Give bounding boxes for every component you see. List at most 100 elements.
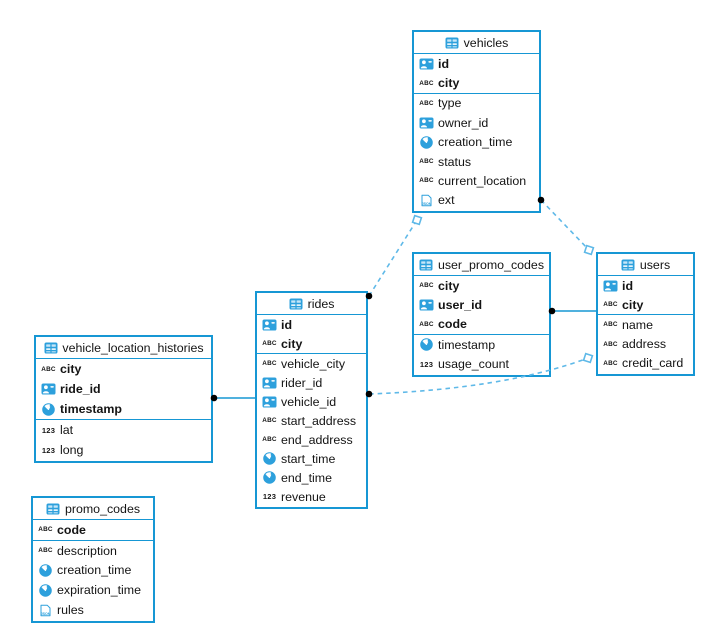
- table-name: users: [639, 257, 671, 272]
- column-row-end_time: end_time: [257, 468, 366, 487]
- relationship-square-marker: [411, 214, 423, 226]
- table-header-promo_codes[interactable]: promo_codes: [33, 498, 153, 520]
- abc-text-icon: ABC: [419, 79, 434, 87]
- id-badge-icon: [262, 396, 277, 407]
- number-123-icon: 123: [419, 359, 434, 369]
- table-header-users[interactable]: users: [598, 254, 693, 276]
- column-name: usage_count: [438, 357, 509, 372]
- key-separator: [257, 353, 366, 354]
- column-type-icon-box: 123: [261, 492, 278, 501]
- column-type-icon-box: [261, 319, 278, 331]
- column-name: end_time: [281, 470, 332, 485]
- column-row-id: id: [414, 54, 539, 73]
- column-name: lat: [60, 423, 74, 437]
- table-header-vehicle_location_histories[interactable]: vehicle_location_histories: [36, 337, 211, 359]
- clock-icon: [420, 338, 433, 352]
- column-type-icon-box: ABC: [261, 417, 278, 424]
- column-name: vehicle_city: [281, 356, 346, 371]
- column-name: description: [57, 543, 117, 558]
- table-header-vehicles[interactable]: vehicles: [414, 32, 539, 54]
- abc-text-icon: ABC: [41, 365, 56, 373]
- abc-text-icon: ABC: [419, 158, 434, 166]
- svg-text:JSON: JSON: [422, 202, 432, 206]
- number-123-icon: 123: [41, 425, 56, 435]
- key-separator: [36, 419, 211, 420]
- table-header-rides[interactable]: rides: [257, 293, 366, 315]
- relationship-vehicle_location_histories-to-rides: [210, 394, 256, 402]
- column-row-rules: JSON rules: [33, 600, 153, 620]
- clock-icon: [39, 584, 52, 597]
- json-icon: JSON: [40, 604, 51, 616]
- column-type-icon-box: [40, 383, 57, 395]
- table-icon: [445, 37, 459, 48]
- column-name: id: [438, 56, 450, 71]
- number-123-icon: 123: [262, 492, 277, 501]
- column-row-user_id: user_id: [414, 295, 549, 314]
- column-row-end_address: ABC end_address: [257, 430, 366, 449]
- column-name: city: [438, 76, 460, 91]
- column-type-icon-box: JSON: [37, 604, 54, 617]
- id-badge-icon: [262, 319, 277, 330]
- key-separator: [414, 334, 549, 336]
- column-name: start_time: [281, 451, 336, 466]
- column-name: ext: [438, 193, 455, 208]
- clock-icon: [263, 452, 276, 465]
- column-name: name: [622, 317, 653, 332]
- column-type-icon-box: [418, 135, 435, 149]
- column-row-expiration_time: expiration_time: [33, 580, 153, 600]
- abc-text-icon: ABC: [603, 359, 618, 367]
- table-header-user_promo_codes[interactable]: user_promo_codes: [414, 254, 549, 276]
- column-type-icon-box: ABC: [418, 80, 435, 87]
- column-row-credit_card: ABC credit_card: [598, 354, 693, 373]
- relationship-square-marker: [582, 352, 594, 364]
- abc-text-icon: ABC: [262, 436, 277, 443]
- column-name: city: [438, 278, 460, 293]
- column-row-start_time: start_time: [257, 449, 366, 468]
- column-name: city: [60, 362, 82, 376]
- table-icon: [419, 259, 433, 270]
- number-123-icon: 123: [41, 445, 56, 455]
- column-name: credit_card: [622, 356, 684, 371]
- column-row-vehicle_id: vehicle_id: [257, 392, 366, 411]
- column-row-creation_time: creation_time: [33, 561, 153, 581]
- column-name: code: [57, 522, 86, 537]
- id-badge-icon: [419, 117, 434, 129]
- table-name: user_promo_codes: [437, 257, 545, 272]
- column-name: id: [622, 278, 634, 293]
- column-row-usage_count: 123 usage_count: [414, 355, 549, 374]
- table-icon-box: [46, 503, 61, 515]
- key-separator: [33, 539, 153, 541]
- table-icon-box: [289, 298, 304, 310]
- table-name: promo_codes: [64, 501, 141, 516]
- column-type-icon-box: JSON: [418, 194, 435, 207]
- column-type-icon-box: [40, 402, 57, 416]
- column-row-city: ABC city: [36, 359, 211, 379]
- column-type-icon-box: ABC: [261, 436, 278, 443]
- column-name: owner_id: [438, 115, 489, 130]
- column-type-icon-box: ABC: [602, 301, 619, 308]
- column-type-icon-box: [602, 280, 619, 292]
- column-name: current_location: [438, 173, 527, 188]
- column-name: end_address: [281, 432, 353, 447]
- key-separator: [598, 314, 693, 316]
- abc-text-icon: ABC: [419, 177, 434, 185]
- column-row-lat: 123 lat: [36, 420, 211, 440]
- column-type-icon-box: ABC: [418, 100, 435, 107]
